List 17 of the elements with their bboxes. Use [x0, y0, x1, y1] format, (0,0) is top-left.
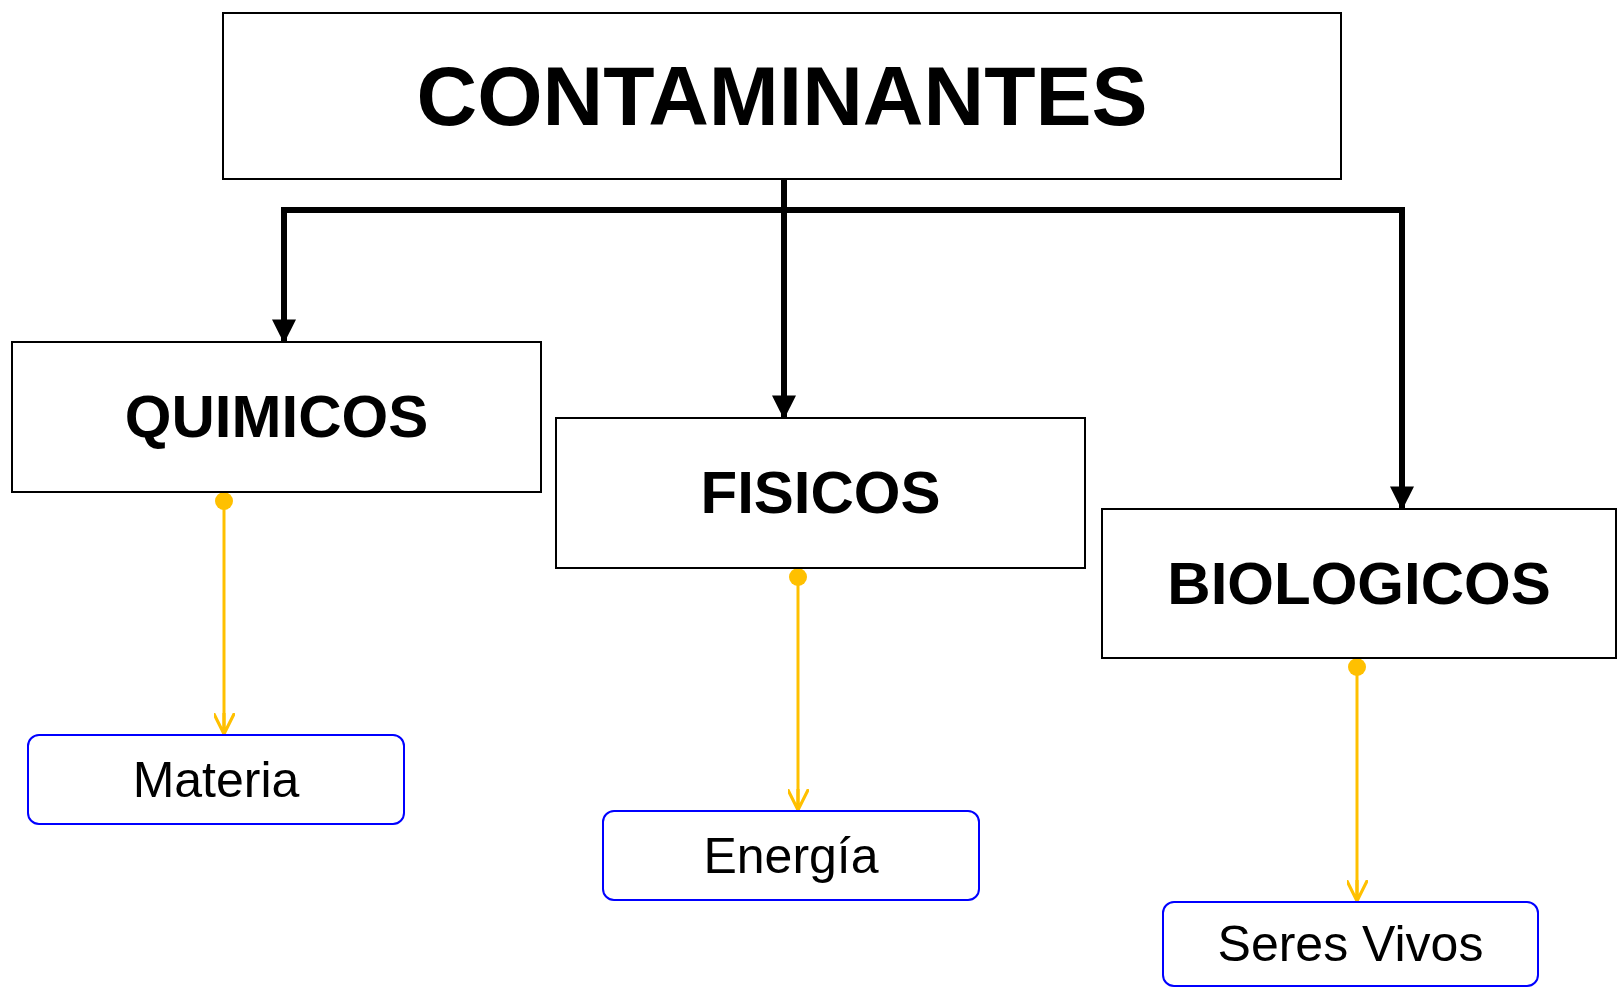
category-box	[1101, 508, 1617, 659]
example-box	[27, 734, 405, 825]
title-text: CONTAMINANTES	[416, 54, 1148, 138]
category-box	[11, 341, 542, 493]
connector-arrow	[1344, 658, 1370, 903]
connector-arrow	[785, 568, 811, 812]
example-label: Seres Vivos	[1217, 919, 1484, 969]
category-label: FISICOS	[700, 463, 941, 523]
category-label: QUIMICOS	[124, 387, 429, 447]
example-box	[1162, 901, 1539, 987]
category-label: BIOLOGICOS	[1167, 553, 1551, 614]
example-label: Energía	[703, 830, 879, 881]
example-box	[602, 810, 980, 901]
category-box	[555, 417, 1086, 569]
title-box	[222, 12, 1342, 180]
connector-arrow	[211, 492, 237, 736]
example-label: Materia	[132, 754, 300, 805]
